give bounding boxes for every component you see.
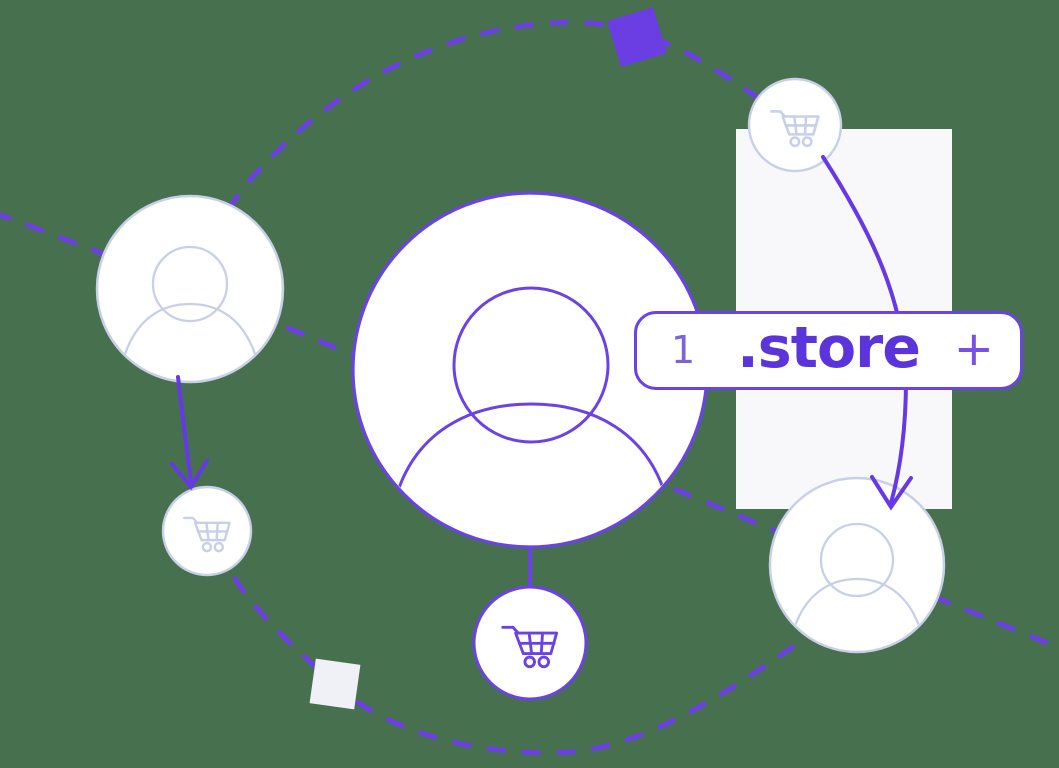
purple-square xyxy=(607,7,667,67)
plus-icon: + xyxy=(953,320,994,377)
domain-badge: 1 .store + xyxy=(634,311,1023,390)
badge-domain-label: .store xyxy=(737,315,921,381)
user-avatar-icon xyxy=(95,194,285,384)
left-cart-node xyxy=(161,485,253,577)
left-user-node xyxy=(95,194,285,384)
top-right-cart-node xyxy=(747,77,843,173)
arrow-user-to-cart xyxy=(170,375,209,491)
badge-count: 1 xyxy=(671,327,696,372)
right-user-node xyxy=(768,476,946,654)
light-square xyxy=(309,658,361,710)
bottom-cart-node xyxy=(472,585,588,701)
orbit-dashed-top-arc xyxy=(202,19,888,313)
user-avatar-icon xyxy=(768,476,946,654)
